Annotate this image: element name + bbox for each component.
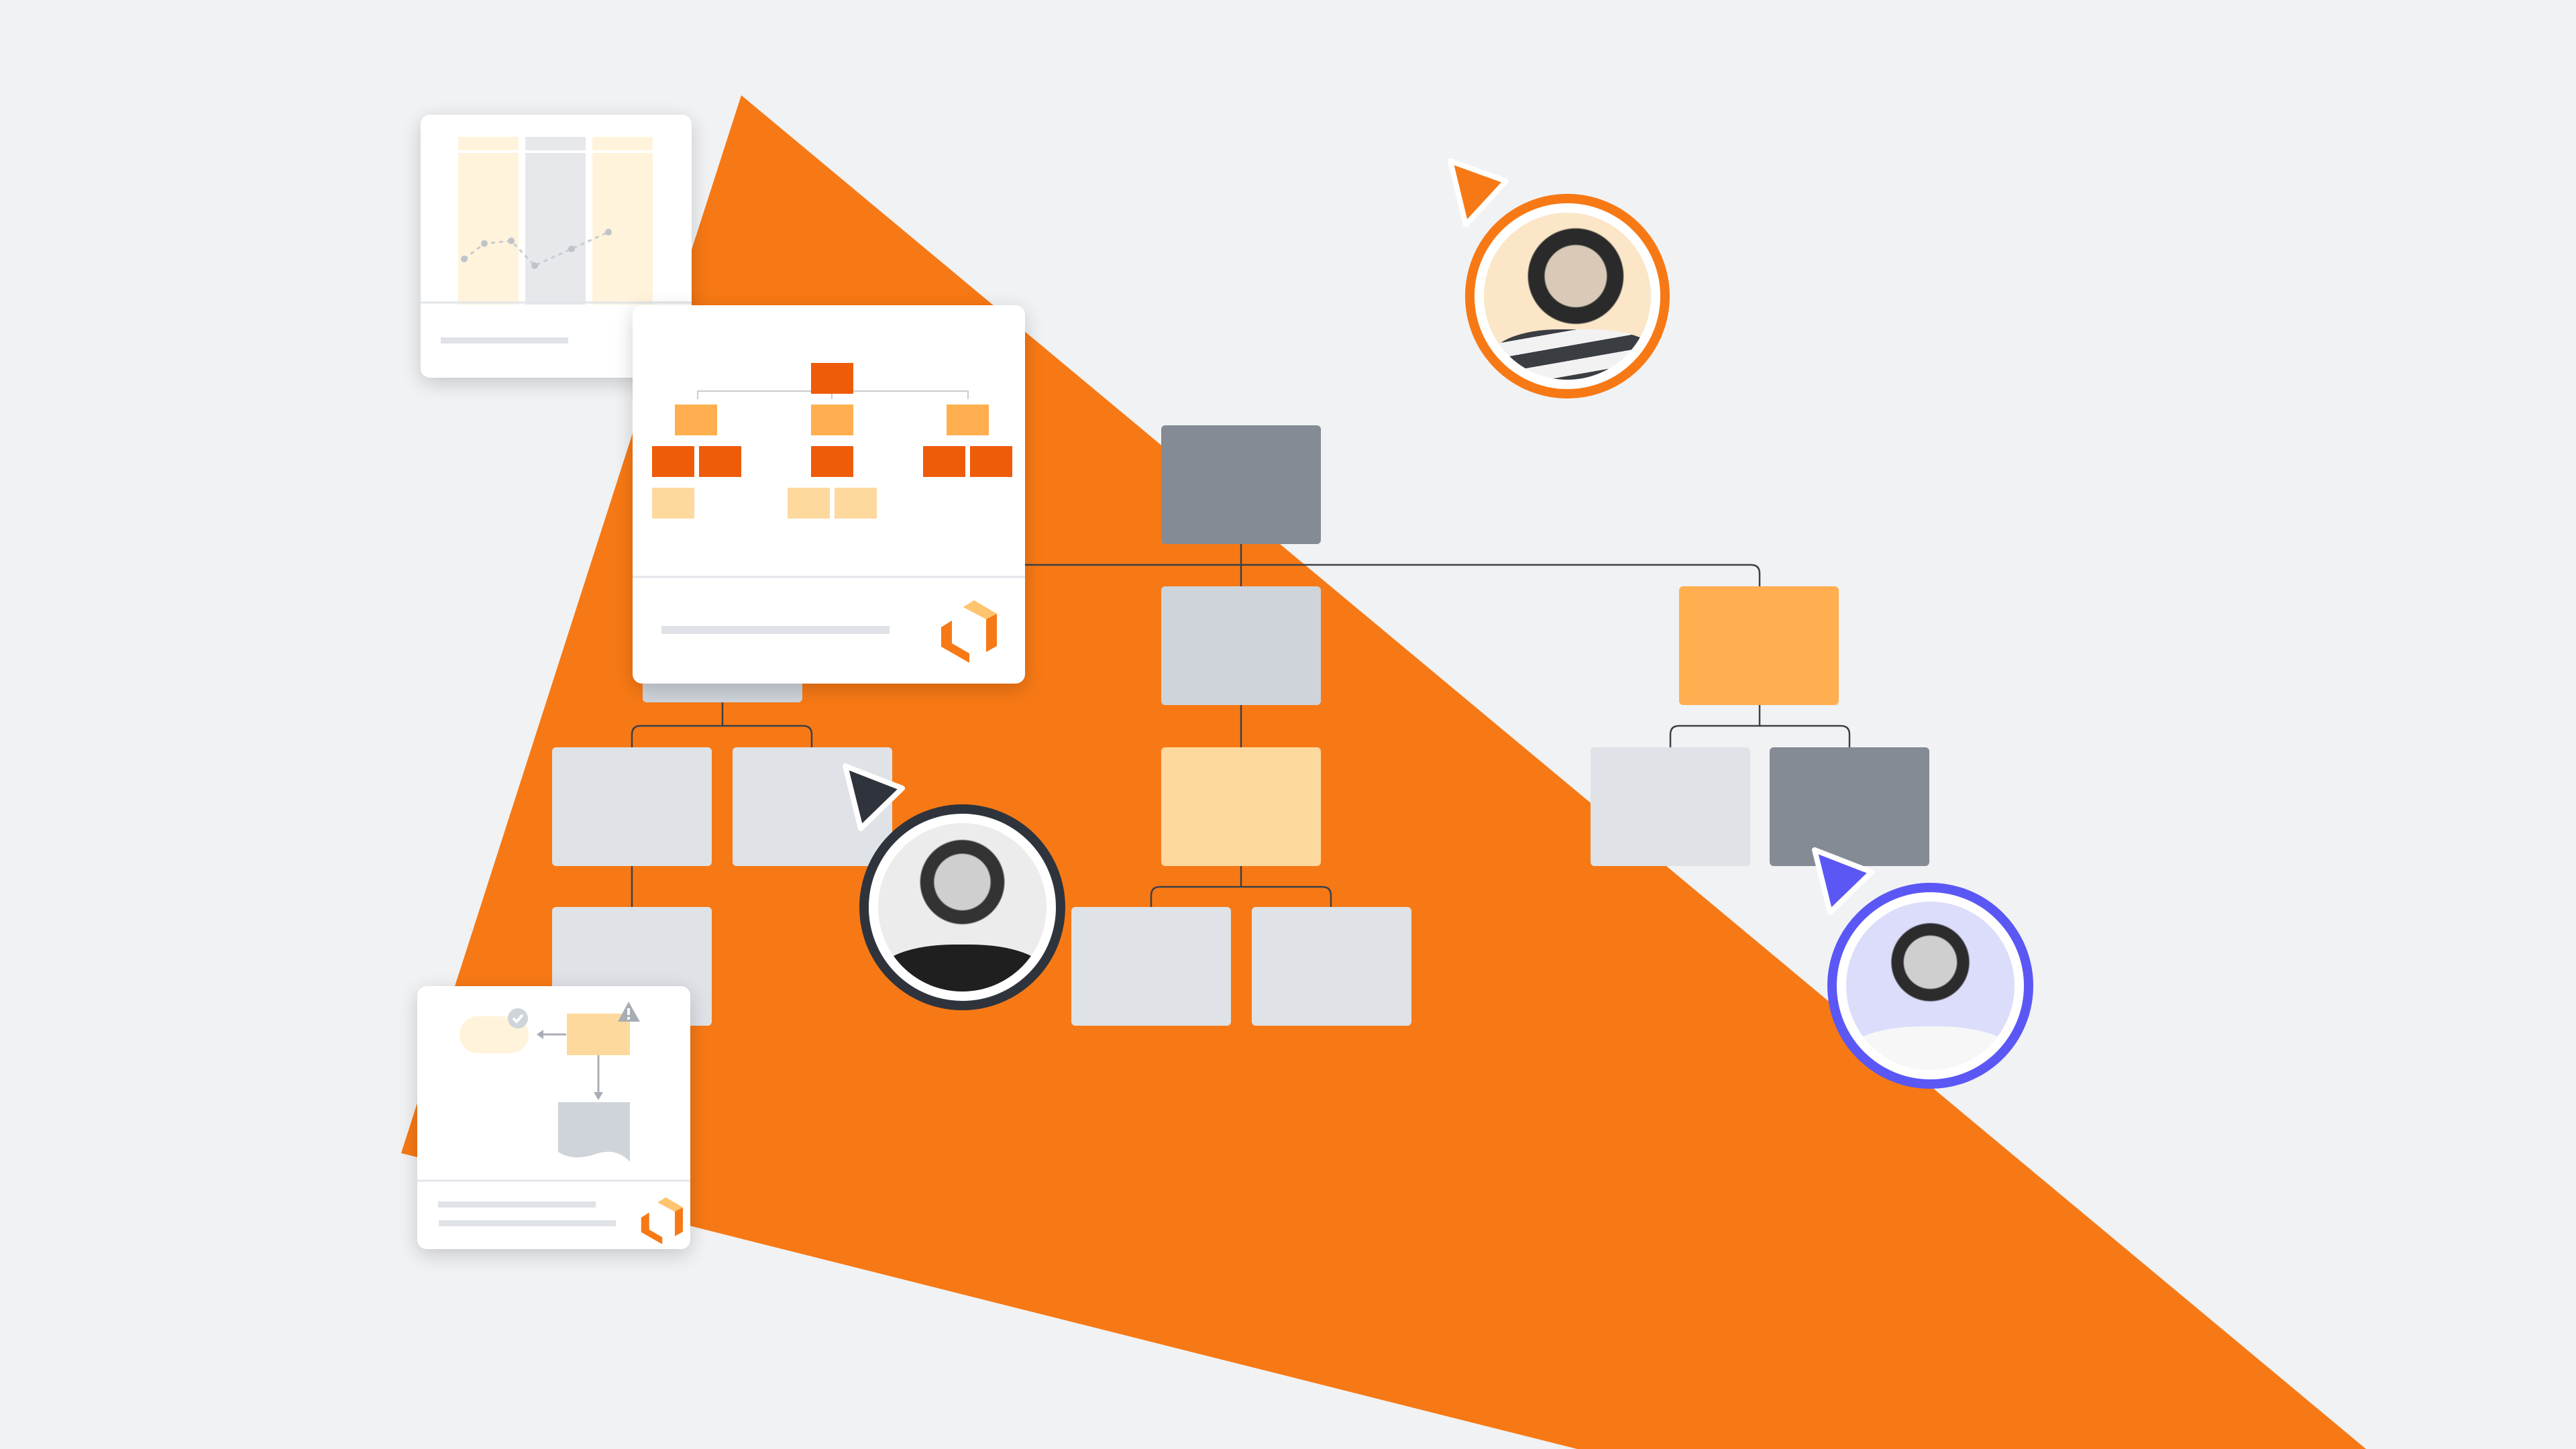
logo-icon — [641, 1197, 683, 1244]
avatar-photo — [1846, 902, 2015, 1070]
org-node-center-child[interactable] — [1161, 747, 1321, 866]
org-node-right[interactable] — [1679, 586, 1839, 705]
avatar-user-purple[interactable] — [1827, 883, 2033, 1089]
avatar-photo — [1484, 213, 1651, 380]
org-node-center[interactable] — [1161, 586, 1321, 705]
cursor-icon — [1448, 158, 1509, 227]
org-node-leaf[interactable] — [1252, 907, 1411, 1026]
cursor-icon — [843, 763, 905, 831]
org-node-leaf[interactable] — [1071, 907, 1231, 1026]
flowchart-template-card[interactable] — [417, 986, 690, 1249]
org-node-root[interactable] — [1161, 425, 1321, 544]
cursor-icon — [1812, 847, 1874, 915]
org-chart-thumbnail — [633, 363, 1025, 663]
org-node-right-child[interactable] — [1770, 747, 1929, 866]
avatar-user-orange[interactable] — [1465, 194, 1670, 398]
org-chart-template-card[interactable] — [633, 305, 1025, 684]
org-node-left-child[interactable] — [552, 747, 712, 866]
avatar-photo — [878, 823, 1046, 991]
avatar-user-dark[interactable] — [859, 804, 1065, 1010]
logo-icon — [941, 600, 997, 663]
chart-thumbnail — [421, 137, 692, 343]
org-node-right-child[interactable] — [1591, 747, 1750, 866]
flowchart-thumbnail — [417, 1002, 690, 1244]
